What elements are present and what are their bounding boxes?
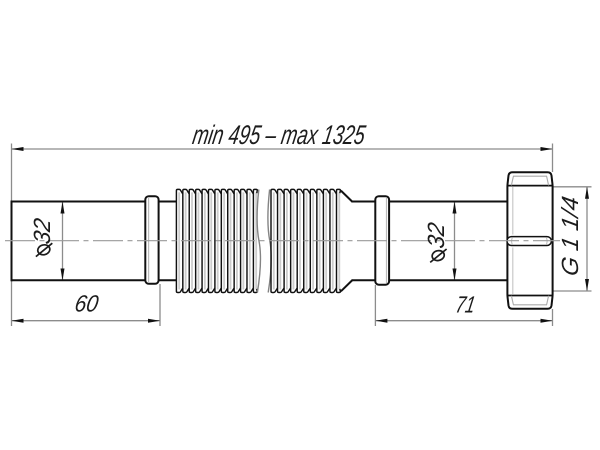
svg-text:32: 32 (423, 220, 449, 250)
svg-text:60: 60 (73, 291, 101, 317)
svg-text:71: 71 (454, 292, 478, 318)
svg-text:G 1 1/4: G 1 1/4 (557, 194, 583, 278)
svg-text:min 495 – max 1325: min 495 – max 1325 (190, 120, 368, 150)
svg-text:32: 32 (29, 216, 55, 246)
